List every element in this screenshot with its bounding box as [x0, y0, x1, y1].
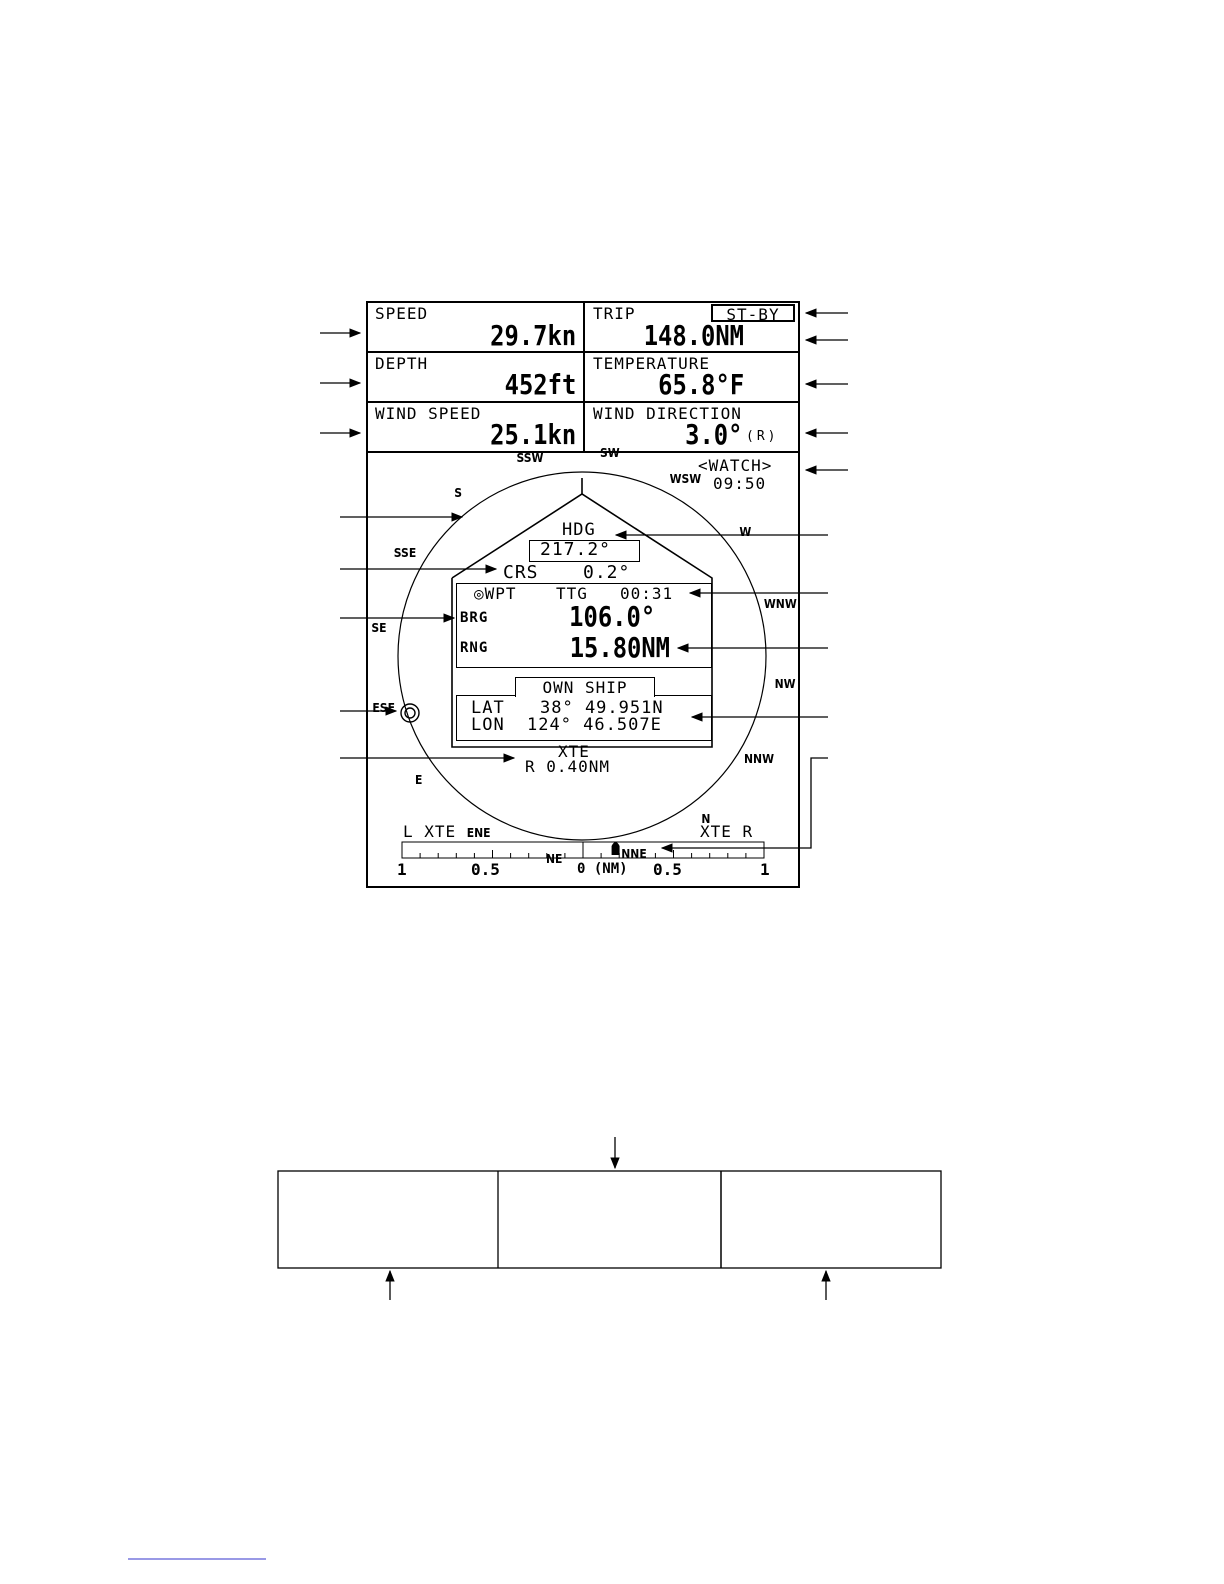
compass-label-ene: ENE [466, 826, 491, 840]
compass-label-wnw: WNW [763, 597, 797, 611]
temperature-value: 65.8°F [658, 368, 744, 401]
compass-label-nnw: NNW [744, 752, 774, 767]
panel-divider [583, 302, 585, 452]
compass-label-nw: NW [774, 676, 796, 691]
compass-label-sse: SSE [393, 545, 417, 560]
crs-value: 0.2° [583, 562, 631, 583]
waypoint-box [456, 583, 712, 668]
rng-label: RNG [460, 640, 489, 656]
xte-ship-marker-icon [611, 842, 620, 855]
xte-ticks [401, 850, 765, 858]
panel-divider [367, 401, 799, 403]
wind-speed-label: WIND SPEED [375, 404, 482, 423]
watch-time: 09:50 [713, 474, 767, 493]
wind-direction-value: 3.0° [684, 418, 742, 451]
compass-label-w: W [739, 525, 752, 540]
hdg-value: 217.2° [540, 539, 612, 560]
watch-label: <WATCH> [698, 456, 773, 475]
compass-label-ne: NE [545, 852, 563, 867]
target-symbol-icon [400, 703, 420, 723]
panel-divider [367, 351, 799, 353]
xte-scale-label: 1 [760, 860, 770, 879]
compass-label-n: N [701, 812, 711, 827]
panel-divider [367, 451, 799, 453]
compass-label-sw: SW [599, 445, 620, 460]
callout-arrow [660, 757, 828, 853]
depth-label: DEPTH [375, 354, 429, 373]
wind-direction-label: WIND DIRECTION [593, 404, 742, 423]
ttg-label: TTG [556, 584, 588, 603]
crs-label: CRS [503, 562, 539, 583]
xte-scale-label: 0.5 [471, 860, 500, 879]
hdg-label: HDG [562, 520, 596, 540]
compass-label-ssw: SSW [516, 450, 544, 465]
compass-label-se: SE [371, 621, 387, 636]
xte-value: R 0.40NM [525, 757, 611, 776]
wind-direction-ref: (R) [746, 429, 779, 444]
speed-label: SPEED [375, 304, 429, 323]
trip-value: 148.0NM [643, 319, 744, 352]
speed-value: 29.7kn [490, 319, 576, 352]
ttg-value: 00:31 [620, 584, 674, 603]
lon-label: LON [471, 715, 505, 735]
depth-value: 452ft [504, 368, 576, 401]
compass-label-e: E [414, 772, 423, 787]
xte-scale-label: 0.5 [653, 860, 682, 879]
xte-scale-label: 1 [397, 860, 407, 879]
xte-right-label: XTE R [700, 822, 754, 841]
trip-label: TRIP [593, 304, 636, 323]
hdg-box [529, 540, 640, 562]
compass-ring [397, 471, 767, 841]
trip-mode-badge: ST-BY [711, 304, 795, 323]
rng-value: 15.80NM [569, 631, 670, 664]
brg-label: BRG [460, 610, 489, 626]
temperature-label: TEMPERATURE [593, 354, 710, 373]
compass-label-s: S [454, 485, 462, 500]
xte-left-label: L XTE [403, 822, 457, 841]
wind-speed-value: 25.1kn [490, 418, 576, 451]
brg-value: 106.0° [569, 600, 655, 633]
lon-value: 124° 46.507E [527, 715, 662, 735]
lat-value: 38° 49.951N [540, 698, 664, 718]
lat-label: LAT [471, 698, 505, 718]
xte-label: XTE [558, 742, 590, 761]
own-ship-label: OWN SHIP [515, 677, 655, 697]
lower-box [277, 1170, 942, 1269]
ship-outline [451, 493, 713, 748]
compass-label-nne: NNE [621, 847, 647, 862]
waypoint-label: ◎WPT [474, 584, 517, 603]
compass-label-wsw: WSW [669, 472, 702, 486]
xte-scale-label: 0 (NM) [577, 861, 628, 877]
